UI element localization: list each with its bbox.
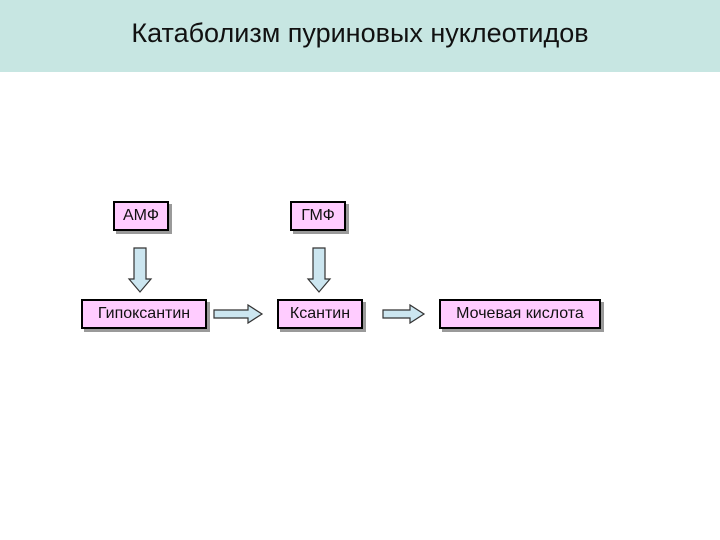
slide-title: Катаболизм пуриновых нуклеотидов — [131, 18, 589, 48]
title-bar: Катаболизм пуриновых нуклеотидов — [0, 0, 720, 72]
arrow-gmf-to-xanthine — [306, 247, 332, 293]
node-xanthine: Ксантин — [277, 299, 363, 329]
node-hypoxanthine: Гипоксантин — [81, 299, 207, 329]
arrow-hypoxanthine-to-xanthine — [213, 303, 264, 325]
arrow-xanthine-to-uric-acid — [382, 303, 426, 325]
node-uric-acid: Мочевая кислота — [439, 299, 601, 329]
arrow-amf-to-hypoxanthine — [127, 247, 153, 293]
node-gmf: ГМФ — [290, 201, 346, 231]
node-amf: АМФ — [113, 201, 169, 231]
